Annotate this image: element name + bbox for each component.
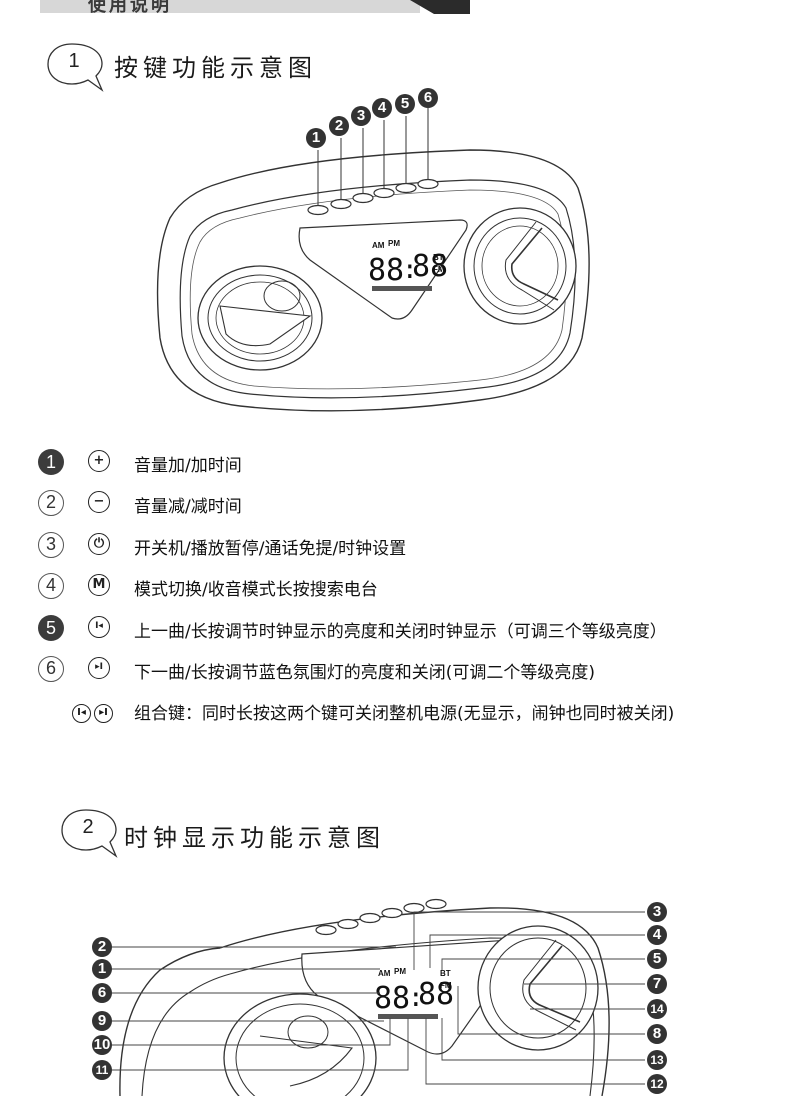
lcd-digits-right: 88 xyxy=(412,249,448,284)
legend-text: 音量加/加时间 xyxy=(134,456,242,476)
legend-number: 6 xyxy=(38,656,64,682)
legend-number: 3 xyxy=(38,532,64,558)
marker-8: 8 xyxy=(647,1024,667,1044)
lcd-bt: BT xyxy=(440,969,451,978)
legend-row-3: 3 ⏻ 开关机/播放暂停/通话免提/时钟设置 xyxy=(38,530,758,560)
next-icon: ▸I xyxy=(88,657,110,679)
marker-3: 3 xyxy=(351,106,371,126)
combo-text: 组合键：同时长按这两个键可关闭整机电源(无显示，闹钟也同时被关闭) xyxy=(134,704,675,724)
previous-icon: I◂ xyxy=(72,704,91,723)
lcd-colon: : xyxy=(408,983,424,1013)
lcd-am: AM xyxy=(378,969,391,978)
lcd-pm: PM xyxy=(394,967,406,976)
marker-12: 12 xyxy=(647,1074,667,1094)
lcd-digits-left: 88 xyxy=(368,253,404,288)
legend-number: 5 xyxy=(38,615,64,641)
speech-bubble-icon xyxy=(61,809,118,858)
top-banner xyxy=(40,0,420,13)
marker-5: 5 xyxy=(647,949,667,969)
button-diagram: AM PM 88 : 88 BT FM xyxy=(156,108,590,412)
marker-7: 7 xyxy=(647,974,667,994)
section-2-title: 时钟显示功能示意图 xyxy=(124,824,385,852)
legend-text: 开关机/播放暂停/通话免提/时钟设置 xyxy=(134,539,407,559)
marker-11: 11 xyxy=(92,1060,112,1080)
section-1-number: 1 xyxy=(68,50,80,72)
legend-text: 下一曲/长按调节蓝色氛围灯的亮度和关闭(可调二个等级亮度) xyxy=(134,663,595,683)
legend-row-5: 5 I◂ 上一曲/长按调节时钟显示的亮度和关闭时钟显示（可调三个等级亮度） xyxy=(38,613,758,643)
minus-icon: − xyxy=(88,491,110,513)
combo-key-note: I◂▸I 组合键：同时长按这两个键可关闭整机电源(无显示，闹钟也同时被关闭) xyxy=(72,703,752,724)
marker-2: 2 xyxy=(329,116,349,136)
legend-row-1: 1 + 音量加/加时间 xyxy=(38,447,758,477)
lcd-fm: FM xyxy=(440,981,452,990)
marker-4: 4 xyxy=(372,98,392,118)
lcd-bt: BT xyxy=(433,253,444,262)
plus-icon: + xyxy=(88,450,110,472)
legend-row-2: 2 − 音量减/减时间 xyxy=(38,488,758,518)
next-icon: ▸I xyxy=(94,704,113,723)
marker-2: 2 xyxy=(92,937,112,957)
marker-1: 1 xyxy=(92,959,112,979)
marker-5: 5 xyxy=(395,94,415,114)
section-2-number: 2 xyxy=(82,816,94,838)
legend-number: 4 xyxy=(38,573,64,599)
clock-display-diagram: AM PM 88 : 88 BT FM xyxy=(110,898,645,1096)
mode-icon: M xyxy=(88,574,110,596)
marker-6: 6 xyxy=(418,88,438,108)
top-buttons xyxy=(307,178,439,216)
marker-10: 10 xyxy=(92,1035,112,1055)
power-icon: ⏻ xyxy=(88,533,110,555)
lcd-colon: : xyxy=(402,255,418,285)
marker-14: 14 xyxy=(647,999,667,1019)
legend-number: 1 xyxy=(38,449,64,475)
marker-3: 3 xyxy=(647,902,667,922)
marker-4: 4 xyxy=(647,925,667,945)
legend-text: 上一曲/长按调节时钟显示的亮度和关闭时钟显示（可调三个等级亮度） xyxy=(134,622,667,642)
legend-text: 模式切换/收音模式长按搜索电台 xyxy=(134,580,378,600)
legend-number: 2 xyxy=(38,490,64,516)
lcd-am: AM xyxy=(372,241,385,250)
marker-13: 13 xyxy=(647,1050,667,1070)
legend-row-4: 4 M 模式切换/收音模式长按搜索电台 xyxy=(38,571,758,601)
section-1-title: 按键功能示意图 xyxy=(114,54,317,82)
speech-bubble-icon xyxy=(47,43,104,92)
marker-1: 1 xyxy=(306,128,326,148)
banner-title: 使用说明 xyxy=(88,0,172,16)
lcd-digits-right: 88 xyxy=(418,977,454,1012)
legend-text: 音量减/减时间 xyxy=(134,497,242,517)
lcd-pm: PM xyxy=(388,239,400,248)
legend-row-6: 6 ▸I 下一曲/长按调节蓝色氛围灯的亮度和关闭(可调二个等级亮度) xyxy=(38,654,758,684)
lcd-digits-left: 88 xyxy=(374,981,410,1016)
previous-icon: I◂ xyxy=(88,616,110,638)
marker-9: 9 xyxy=(92,1011,112,1031)
marker-6: 6 xyxy=(92,983,112,1003)
lcd-fm: FM xyxy=(433,265,445,274)
